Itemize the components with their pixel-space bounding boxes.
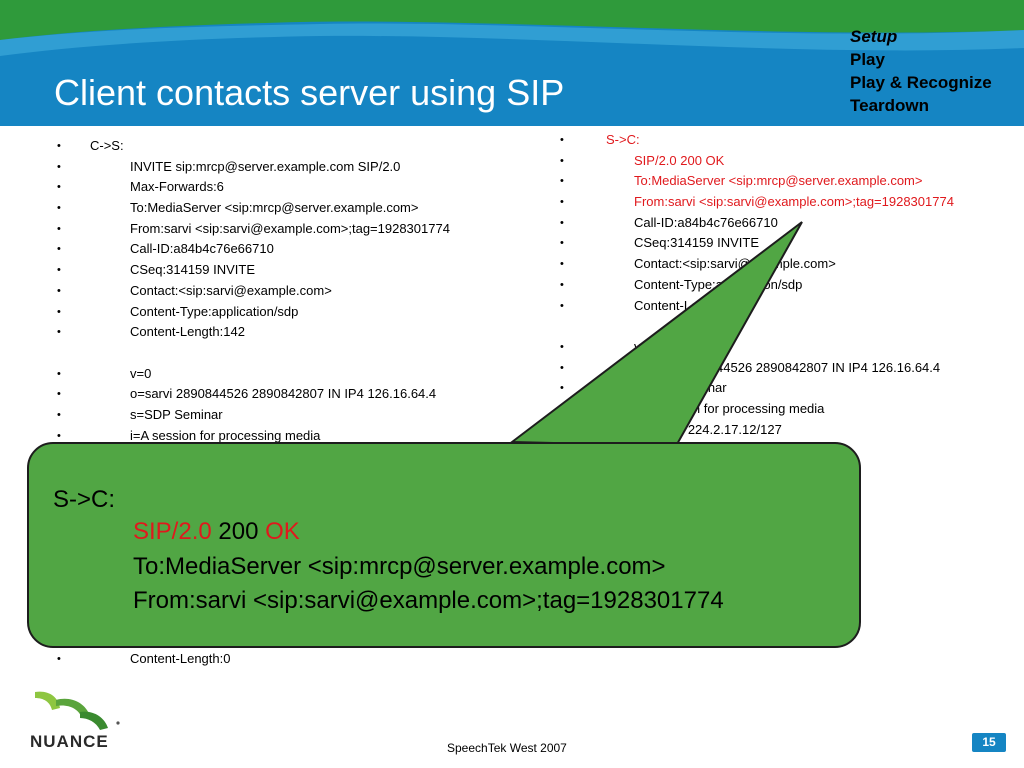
request-message-column: • C->S: • INVITE sip:mrcp@server.example.co… xyxy=(57,136,537,446)
callout-status-version: SIP/2.0 xyxy=(133,518,212,545)
list-item: • Call-ID:a84b4c76e66710 xyxy=(57,239,537,260)
list-item-text: Content-Length:142 xyxy=(130,324,245,340)
list-item-text: CSeq:314159 INVITE xyxy=(634,235,760,251)
list-item-text: Max-Forwards:6 xyxy=(130,179,224,195)
list-item-text: Call-ID:a84b4c76e66710 xyxy=(130,241,274,257)
list-item: • C->S: xyxy=(57,136,537,157)
list-item-text: Call-ID:a84b4c76e66710 xyxy=(634,214,778,230)
list-item: • CSeq:314159 INVITE xyxy=(560,233,1010,254)
bullet: • xyxy=(560,361,564,374)
slide-title: Client contacts server using SIP xyxy=(54,72,565,113)
list-item: • Content-Length:0 xyxy=(57,649,537,670)
nuance-logo: NUANCE xyxy=(30,690,130,755)
list-item-text: v=0 xyxy=(130,365,152,381)
bullet: • xyxy=(57,202,61,215)
header-green-bar xyxy=(0,0,1024,17)
bullet: • xyxy=(560,134,564,146)
list-item-text: C->S: xyxy=(90,138,124,153)
bullet: • xyxy=(560,216,564,229)
header-banner xyxy=(0,0,1024,126)
list-item: • Contact:<sip:sarvi@example.com> xyxy=(560,254,1010,275)
list-item-text: From:sarvi <sip:sarvi@example.com>;tag=1… xyxy=(634,194,954,210)
list-item-text: From:sarvi <sip:sarvi@example.com>;tag=1… xyxy=(130,220,450,236)
footer-event-name: SpeechTek West 2007 xyxy=(447,741,567,755)
list-item: • Max-Forwards:6 xyxy=(57,177,537,198)
callout-line-from: From:sarvi <sip:sarvi@example.com>;tag=1… xyxy=(133,587,724,614)
bullet: • xyxy=(57,305,61,318)
list-item-text: i=A session for processing media xyxy=(130,427,321,443)
list-item-text: Contact:<sip:sarvi@example.com> xyxy=(634,256,836,272)
list-item-text: Contact:<sip:sarvi@example.com> xyxy=(130,282,332,298)
nav-item-teardown[interactable]: Teardown xyxy=(850,96,930,115)
list-item-text: Content-Type:application/sdp xyxy=(130,303,299,319)
list-item: • Contact:<sip:sarvi@example.com> xyxy=(57,281,537,302)
bullet: • xyxy=(57,388,61,401)
list-item-text: s=SDP Seminar xyxy=(130,406,223,422)
bullet: • xyxy=(57,140,61,152)
bullet: • xyxy=(57,326,61,339)
callout-line-to: To:MediaServer <sip:mrcp@server.example.… xyxy=(133,553,666,580)
list-item-text: Content-Length:0 xyxy=(130,651,231,666)
list-item-text: To:MediaServer <sip:mrcp@server.example.… xyxy=(130,200,419,216)
list-item: • To:MediaServer <sip:mrcp@server.example… xyxy=(57,198,537,219)
list-item: • INVITE sip:mrcp@server.example.com SIP/… xyxy=(57,157,537,178)
list-item: • To:MediaServer <sip:mrcp@server.example… xyxy=(560,171,1010,192)
list-item: • SIP/2.0 200 OK xyxy=(560,151,1010,172)
list-item-text: INVITE sip:mrcp@server.example.com SIP/2… xyxy=(130,158,401,174)
list-item: • Call-ID:a84b4c76e66710 xyxy=(560,213,1010,234)
bullet: • xyxy=(560,196,564,209)
list-item: • Content-Length:142 xyxy=(57,322,537,343)
bullet: • xyxy=(560,237,564,250)
list-item-text: To:MediaServer <sip:mrcp@server.example.… xyxy=(634,173,923,189)
bullet: • xyxy=(57,160,61,173)
bullet: • xyxy=(57,408,61,421)
list-item-text: S->C: xyxy=(606,132,640,147)
section-nav: Setup Play Play & Recognize Teardown xyxy=(850,25,992,117)
bullet: • xyxy=(57,222,61,235)
callout-status-code: 200 xyxy=(211,518,266,545)
nav-item-play-recognize[interactable]: Play & Recognize xyxy=(850,73,992,92)
header-wave-graphic xyxy=(0,17,1024,56)
nav-item-play[interactable]: Play xyxy=(850,50,885,69)
request-tail: • Content-Length:0 xyxy=(57,649,537,670)
bullet: • xyxy=(560,175,564,188)
bullet: • xyxy=(57,653,61,665)
page-number-badge: 15 xyxy=(972,733,1006,752)
logo-wordmark: NUANCE xyxy=(30,732,109,751)
bullet: • xyxy=(560,258,564,271)
bullet: • xyxy=(560,299,564,312)
bullet: • xyxy=(57,367,61,380)
list-item-text: CSeq:314159 INVITE xyxy=(130,262,256,278)
bullet: • xyxy=(57,243,61,256)
bullet: • xyxy=(560,154,564,167)
list-item: • CSeq:314159 INVITE xyxy=(57,260,537,281)
callout-bubble xyxy=(27,442,861,648)
list-item: • v=0 xyxy=(57,364,537,385)
list-item-text: SIP/2.0 200 OK xyxy=(634,152,725,168)
nuance-logo-mark xyxy=(35,691,120,730)
bullet: • xyxy=(57,429,61,442)
list-item: • From:sarvi <sip:sarvi@example.com>;tag=… xyxy=(560,192,1010,213)
bullet: • xyxy=(560,382,564,395)
list-item: • o=sarvi 2890844526 2890842807 IN IP4 12… xyxy=(57,384,537,405)
bullet: • xyxy=(57,181,61,194)
bullet: • xyxy=(57,284,61,297)
list-item: • i=A session for processing media xyxy=(57,426,537,447)
callout-line-direction: S->C: xyxy=(53,486,116,513)
list-item: • S->C: xyxy=(560,130,1010,151)
list-item-text: o=sarvi 2890844526 2890842807 IN IP4 126… xyxy=(130,386,437,402)
list-item: • From:sarvi <sip:sarvi@example.com>;tag=… xyxy=(57,219,537,240)
list-item: • Content-Type:application/sdp xyxy=(57,302,537,323)
callout-line-status: SIP/2.0 200 OK xyxy=(133,518,300,546)
list-item: • s=SDP Seminar xyxy=(57,405,537,426)
callout-status-reason: OK xyxy=(265,518,300,545)
nav-item-setup[interactable]: Setup xyxy=(850,27,898,46)
bullet: • xyxy=(57,264,61,277)
bullet: • xyxy=(560,278,564,291)
bullet: • xyxy=(560,340,564,353)
